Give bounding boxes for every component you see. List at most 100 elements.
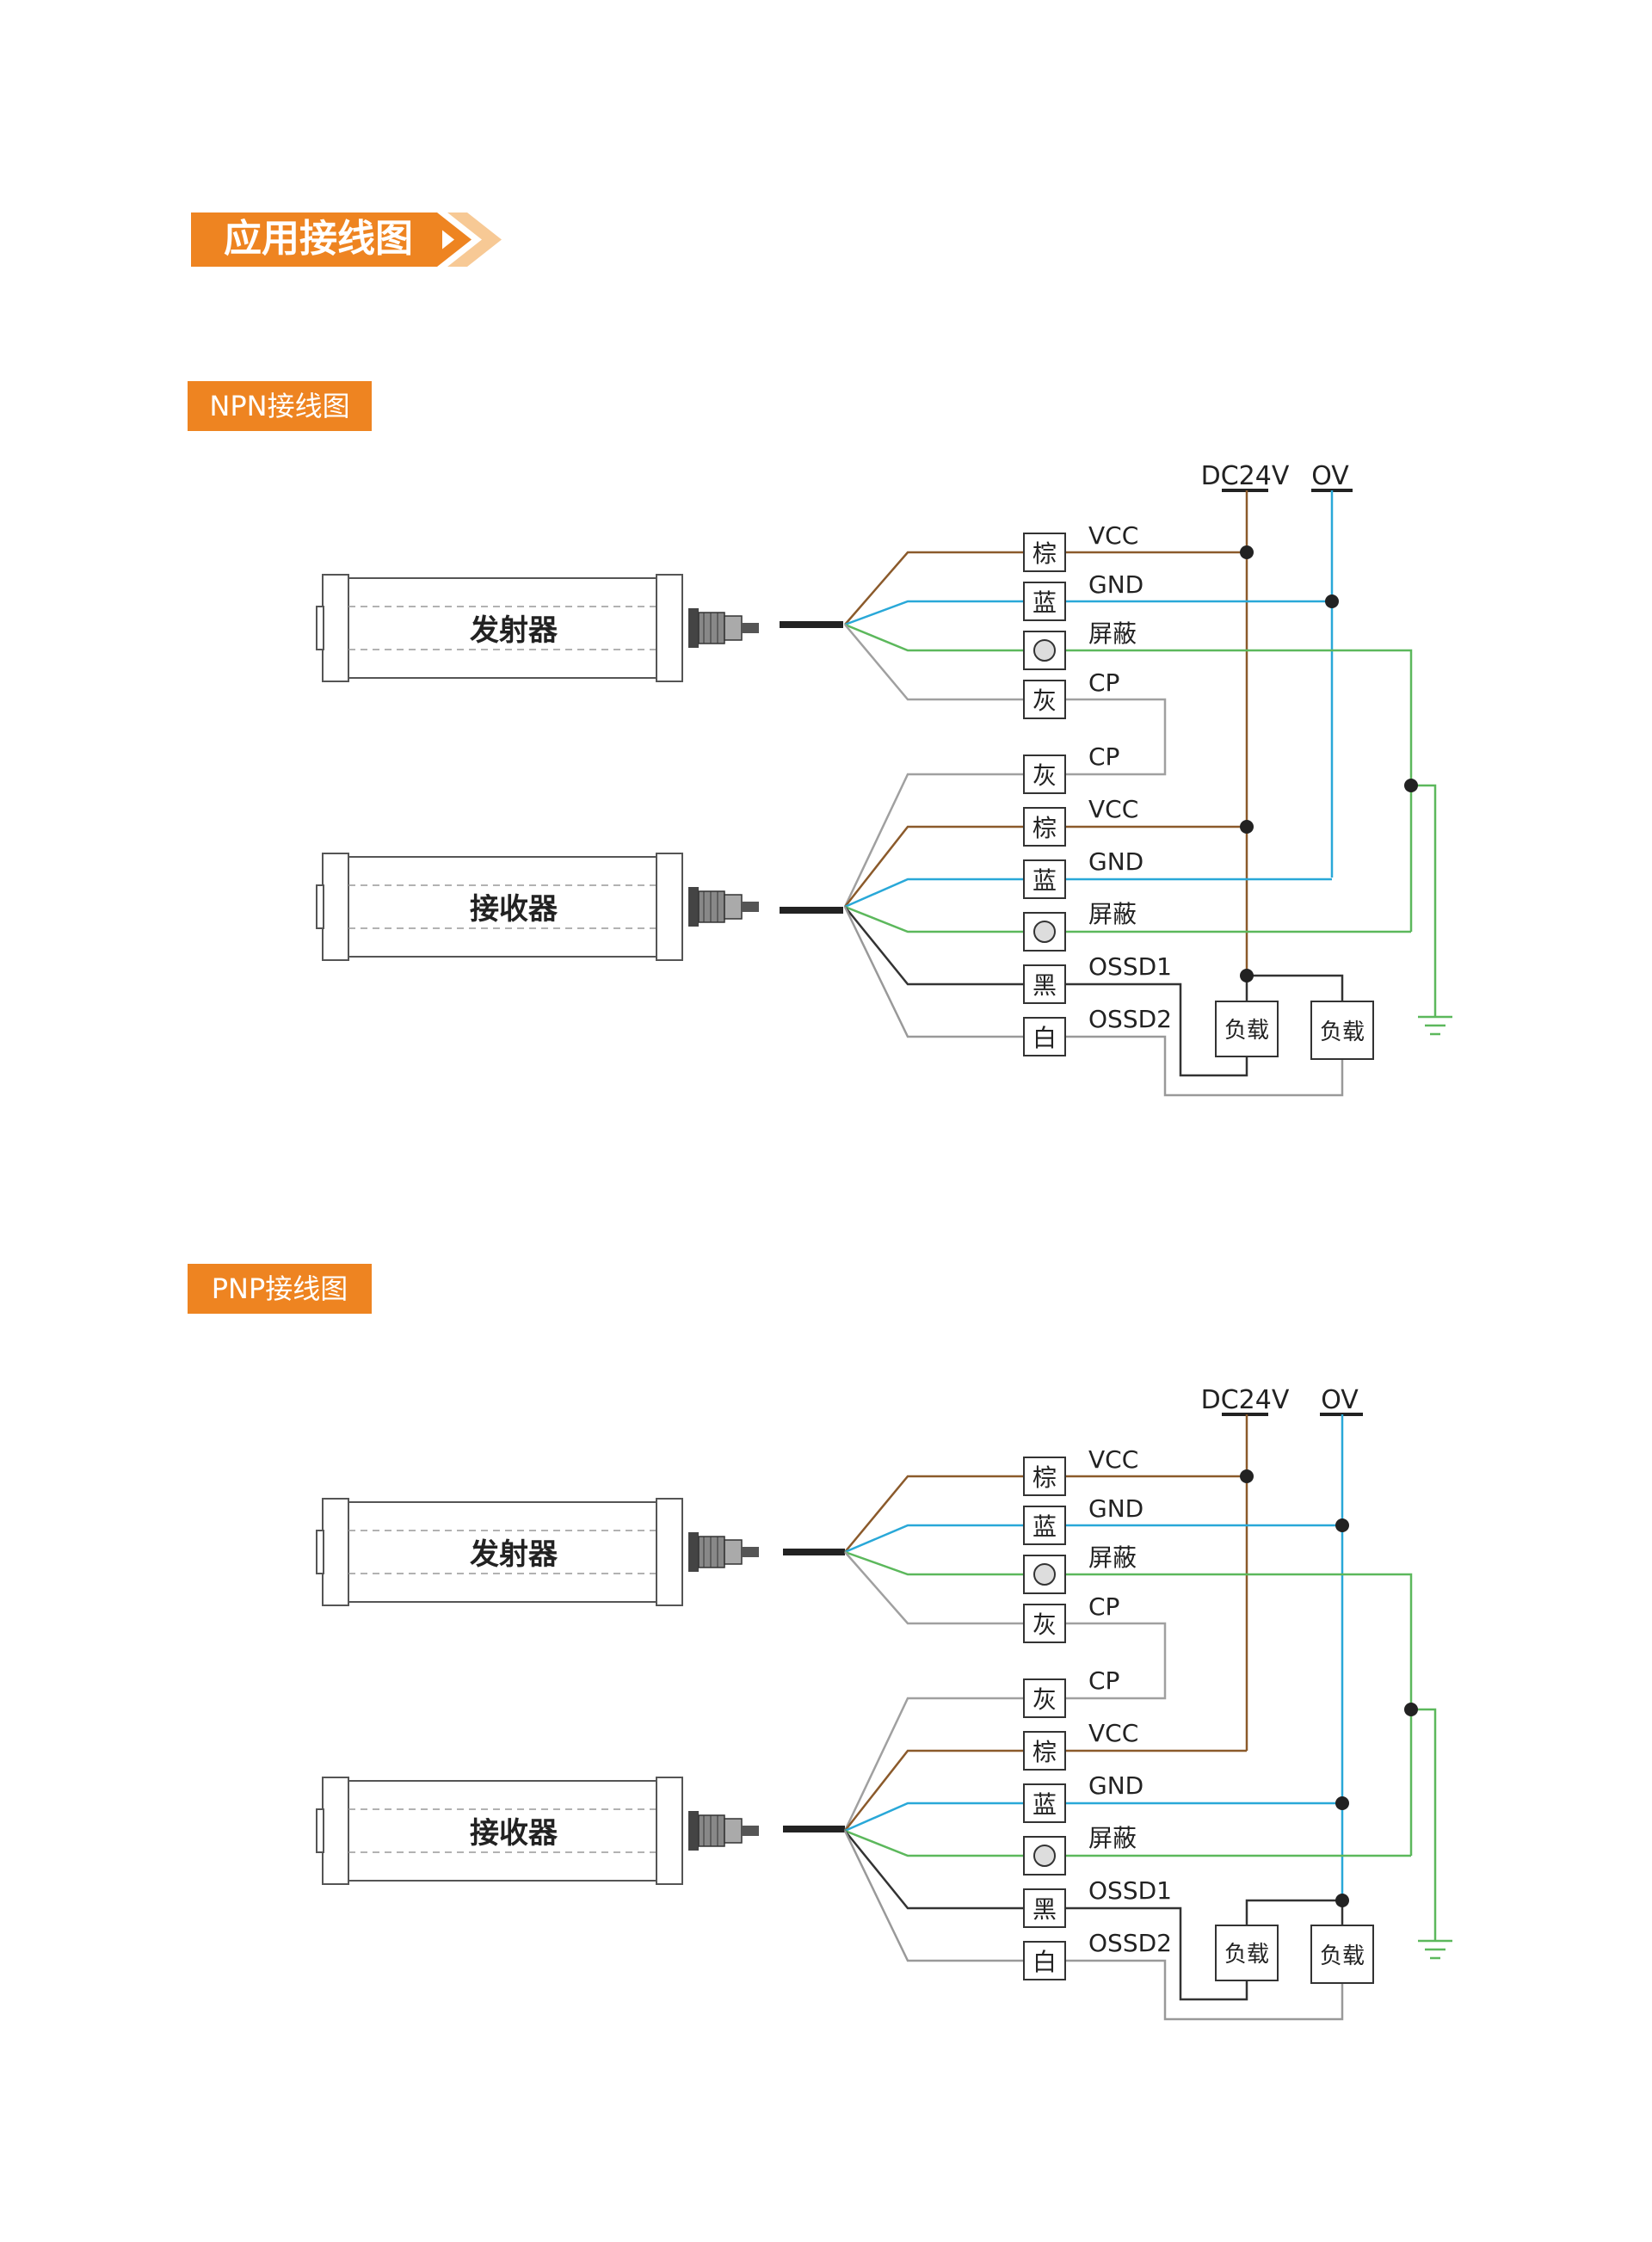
shield-terminal-icon [1033,639,1056,662]
receiver-wire-shield [844,1829,1024,1857]
emitter-name: 发射器 [470,1537,558,1572]
emitter-wire-gnd [844,1524,1024,1554]
signal-label: OSSD2 [1088,1005,1172,1033]
load-label: 负载 [1224,1018,1269,1044]
emitter-connector [688,608,759,648]
signal-label: VCC [1088,521,1138,550]
receiver-body [348,856,657,958]
loads: 负载 负载 [1215,1001,1374,1060]
receiver-name: 接收器 [470,892,558,927]
signal-label: CP [1088,1592,1119,1621]
emitter-wires [844,1475,1413,1856]
emitter-device: 发射器 [316,1498,845,1606]
receiver-connector [688,1811,759,1851]
signal-label: 屏蔽 [1088,619,1137,648]
gnd-rail-label: OV [1321,1385,1359,1415]
signal-label: OSSD1 [1088,1876,1172,1905]
loads: 负载 负载 [1215,1925,1374,1984]
receiver-wire-ossd1 [844,906,1024,986]
terminal-color-label: 蓝 [1032,1790,1057,1819]
emitter-name: 发射器 [470,613,558,648]
signal-label: 屏蔽 [1088,900,1137,928]
receiver-wire-ossd2 [843,906,1024,1038]
terminal-color-label: 白 [1032,1024,1057,1052]
load-box [1215,1001,1279,1057]
emitter-body [348,577,657,679]
emitter-wire-vcc [844,1475,1024,1553]
receiver-wire-vcc [844,825,1024,908]
vcc-rail-label: DC24V [1201,1385,1290,1415]
ground-icon [1418,1011,1452,1036]
header-banner [191,212,442,267]
signal-label: 屏蔽 [1088,1543,1137,1572]
shield-terminal-icon [1033,1845,1056,1867]
ground-icon [1418,1935,1452,1960]
emitter-terminals: 棕 蓝 灰 [1023,533,1066,719]
receiver-wire-cp [843,1697,1024,1832]
load-label: 负载 [1320,1943,1365,1969]
signal-label: 屏蔽 [1088,1824,1137,1852]
receiver-device: 接收器 [316,853,843,961]
terminal-color-label: 灰 [1032,687,1057,715]
terminal-color-label: 蓝 [1032,588,1057,617]
emitter-nub [316,606,324,650]
emitter-end-cap-left [322,574,349,682]
receiver-wire-ossd2 [843,1830,1024,1962]
junction-dots [1240,1469,1418,1907]
signal-labels: VCC GND 屏蔽 CP CP VCC GND 屏蔽 OSSD1 OSSD2 [1088,1445,1172,1957]
receiver-end-cap-left [322,853,349,961]
load-label: 负载 [1224,1942,1269,1968]
signal-label: CP [1088,668,1119,697]
receiver-wire-vcc [844,1749,1024,1832]
load-box [1310,1001,1374,1060]
receiver-nub [316,884,324,929]
emitter-wire-shield [844,623,1024,652]
terminal-color-label: 灰 [1032,1611,1057,1639]
receiver-end-cap-right [656,853,683,961]
signal-label: VCC [1088,1719,1138,1747]
receiver-wire-shield [844,905,1024,933]
shield-terminal-icon [1033,921,1056,943]
emitter-wire-cp [844,1551,1024,1625]
signal-label: CP [1088,1666,1119,1695]
terminal-color-label: 棕 [1032,1463,1057,1492]
terminal-color-label: 黑 [1032,1895,1057,1924]
receiver-wire-cp [843,773,1024,908]
signal-label: VCC [1088,1445,1138,1474]
emitter-connector [688,1532,759,1572]
emitter-wires [844,551,1413,932]
receiver-terminals: 灰 棕 蓝 黑 白 [1023,1678,1066,1980]
receiver-name: 接收器 [470,1816,558,1851]
signal-label: GND [1088,847,1143,876]
emitter-wire-shield [844,1550,1024,1576]
terminal-color-label: 蓝 [1032,1512,1057,1541]
terminal-color-label: 蓝 [1032,866,1057,895]
terminal-color-label: 棕 [1032,539,1057,568]
terminal-color-label: 棕 [1032,814,1057,842]
emitter-wire-vcc [844,551,1024,625]
receiver-cable [780,907,843,914]
receiver-wires [843,1697,1437,2021]
load-label: 负载 [1320,1019,1365,1045]
signal-label: OSSD2 [1088,1929,1172,1957]
emitter-terminals: 棕 蓝 灰 [1023,1457,1066,1643]
load-box [1215,1925,1279,1981]
signal-labels: VCC GND 屏蔽 CP CP VCC GND 屏蔽 OSSD1 OSSD2 [1088,521,1172,1033]
terminal-color-label: 灰 [1032,1685,1057,1714]
terminal-color-label: 灰 [1032,761,1057,790]
section-label: NPN接线图 [209,390,349,422]
section-label-box [188,1264,372,1314]
terminal-color-label: 黑 [1032,971,1057,1000]
signal-label: VCC [1088,795,1138,823]
receiver-wire-ossd1 [844,1830,1024,1910]
signal-label: CP [1088,742,1119,771]
junction-dots [1240,545,1418,982]
emitter-device: 发射器 [316,574,843,682]
shield-terminal-icon [1033,1563,1056,1586]
vcc-rail-label: DC24V [1201,461,1290,491]
emitter-wire-cp [844,624,1024,701]
section-label-box [188,381,372,431]
chevron-icon [435,212,502,267]
load-box [1310,1925,1374,1984]
